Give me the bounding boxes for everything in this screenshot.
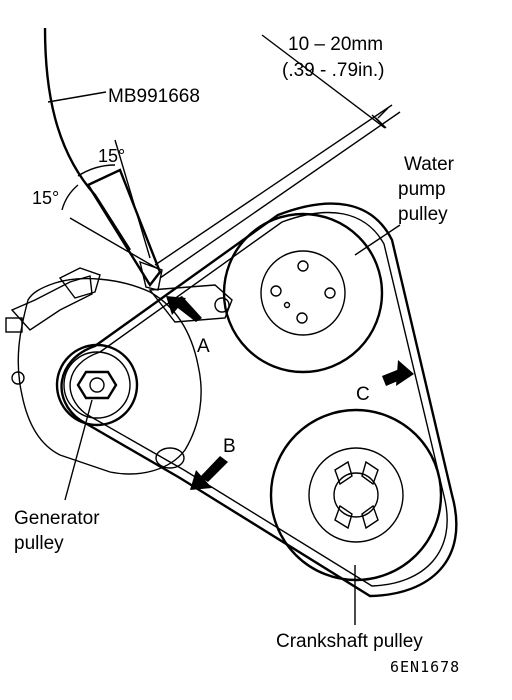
pump-bolt-hole: [297, 260, 309, 272]
water-pump-label-2: pump: [398, 179, 446, 200]
water-pump-label-1: Water: [404, 154, 455, 175]
arrow-b-icon: [190, 456, 228, 490]
deflection-line-2: [154, 104, 393, 266]
point-b-label: B: [223, 436, 236, 457]
deflection-mm-label: 10 – 20mm: [288, 34, 383, 55]
crankshaft-pulley: [269, 408, 443, 582]
generator-label-1: Generator: [14, 508, 100, 529]
pump-bolt-hole: [324, 287, 336, 299]
deflection-line-1: [159, 111, 401, 279]
tool-cable: [43, 27, 132, 251]
figure-code: 6EN1678: [390, 658, 460, 676]
generator-lower-lug: [155, 447, 185, 469]
pump-bolt-hole: [296, 312, 308, 324]
angle-label-upper: 15°: [98, 146, 125, 166]
adjuster-bracket: [58, 267, 101, 299]
angle-line-vertical: [114, 139, 151, 259]
crankshaft-spoke-cutouts: [334, 460, 379, 530]
generator-leader: [64, 399, 93, 501]
generator-bolt-hole: [11, 371, 25, 385]
adjuster-bolt: [5, 317, 23, 333]
pump-center-dot: [283, 301, 291, 309]
tool-label: MB991668: [108, 86, 200, 107]
water-pump-leader: [354, 224, 401, 256]
water-pump-pulley: [222, 212, 384, 374]
generator-label-2: pulley: [14, 533, 64, 554]
angle-arc-b: [61, 184, 79, 211]
generator-mount-lug: [10, 275, 93, 331]
drive-belt-inner: [69, 211, 448, 587]
water-pump-hub: [260, 250, 346, 336]
deflection-arrows: [371, 107, 389, 129]
bracket-bolt: [214, 297, 230, 313]
tool-label-leader: [47, 91, 107, 103]
water-pump-label-3: pulley: [398, 204, 448, 225]
angle-label-lower: 15°: [32, 188, 59, 208]
deflection-in-label: (.39 - .79in.): [282, 60, 384, 81]
arrow-a-icon: [166, 296, 202, 322]
generator-pulley: [55, 343, 139, 427]
generator-shaft: [89, 377, 105, 393]
tool-body: [86, 168, 162, 288]
crankshaft-label: Crankshaft pulley: [276, 631, 423, 652]
point-c-label: C: [356, 384, 370, 405]
deflection-leader: [261, 34, 386, 129]
drive-belt: [60, 202, 458, 598]
angle-arc-a: [77, 164, 116, 177]
generator-pulley-nut: [76, 370, 118, 400]
crankshaft-hub: [308, 447, 404, 543]
arrow-c-icon: [382, 360, 414, 386]
angle-line-diagonal: [69, 217, 161, 271]
crankshaft-center: [333, 472, 379, 518]
point-a-label: A: [197, 336, 210, 357]
generator-pulley-groove: [63, 351, 131, 419]
pump-bolt-hole: [270, 285, 282, 297]
